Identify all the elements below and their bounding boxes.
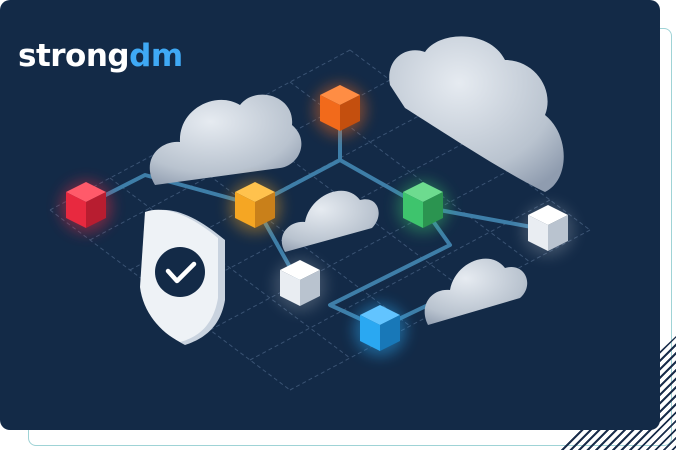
logo-text-dm: dm bbox=[129, 38, 183, 74]
cloud-icon bbox=[389, 36, 564, 192]
orange-cube bbox=[314, 84, 366, 136]
white-cube bbox=[274, 259, 326, 311]
cloud-icon bbox=[424, 258, 528, 325]
shield-check-icon bbox=[140, 209, 225, 345]
red-cube bbox=[60, 181, 112, 233]
blue-cube bbox=[354, 304, 406, 356]
cloud-icon bbox=[281, 190, 379, 252]
hero-illustration-card: strongdm bbox=[0, 0, 660, 430]
white-cube bbox=[522, 204, 574, 256]
network-scene bbox=[49, 36, 591, 391]
green-cube bbox=[397, 181, 449, 233]
strongdm-logo: strongdm bbox=[18, 38, 183, 74]
logo-text-strong: strong bbox=[18, 38, 130, 74]
yellow-cube bbox=[229, 181, 281, 233]
cloud-icon bbox=[149, 94, 302, 185]
